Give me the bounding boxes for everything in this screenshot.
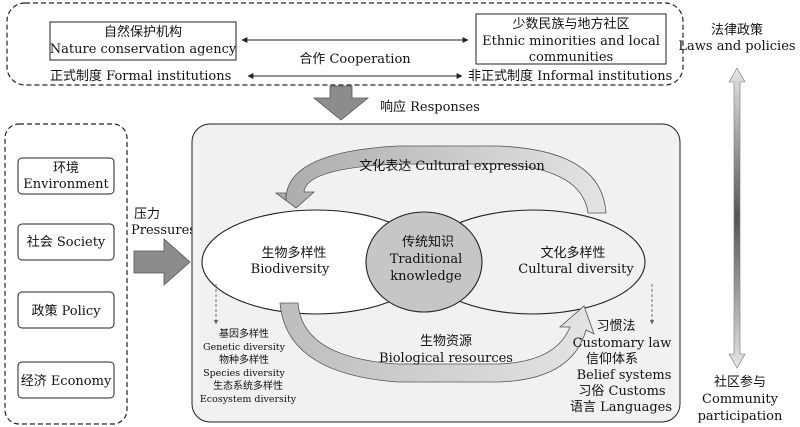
ethnic-label-en-1: Ethnic minorities and local [482, 34, 660, 49]
economy-box [17, 361, 115, 399]
environment-box [17, 157, 115, 195]
culture-list-item: Belief systems [577, 368, 672, 383]
agency-label-zh: 自然保护机构 [104, 24, 182, 40]
society-label: 社会 Society [27, 234, 106, 250]
culture-list-item: 信仰体系 [586, 352, 638, 367]
culture-list-item: Customary law [573, 336, 672, 351]
pressures-label-en: Pressures [131, 223, 196, 238]
informal-institutions-label: 非正式制度 Informal institutions [468, 68, 672, 84]
cultural-diversity-label-en: Cultural diversity [518, 262, 634, 277]
traditional-knowledge-label-zh: 传统知识 [402, 234, 454, 250]
culture-list-item: 习俗 Customs [578, 384, 665, 399]
agency-box [49, 21, 237, 61]
environment-label-zh: 环境 [53, 161, 79, 176]
community-label-en-2: participation [698, 409, 783, 424]
biological-resources-label-en: Biological resources [379, 351, 513, 366]
bio-list-item: Genetic diversity [203, 342, 286, 353]
cultural-expression-arrow [274, 145, 607, 214]
cooperation-label: 合作 Cooperation [299, 52, 411, 67]
agency-label-en: Nature conservation agency [50, 42, 237, 57]
ethnic-label-zh: 少数民族与地方社区 [512, 16, 629, 32]
responses-label: 响应 Responses [380, 99, 480, 115]
pressures-group [4, 123, 128, 425]
culture-list-item: 语言 Languages [570, 400, 672, 415]
economy-label: 经济 Economy [21, 374, 112, 389]
institutions-group [6, 2, 684, 86]
responses-arrow [312, 85, 370, 121]
bio-list-item: 基因多样性 [219, 327, 269, 340]
culture-list-item: 习惯法 [596, 318, 635, 334]
traditional-knowledge-ellipse [365, 211, 483, 313]
biological-resources-arrow [279, 302, 595, 383]
biodiversity-label-en: Biodiversity [251, 262, 330, 277]
policy-box [17, 291, 115, 329]
biodiversity-label-zh: 生物多样性 [261, 245, 326, 261]
environment-label-en: Environment [23, 177, 109, 192]
community-label-en-1: Community [702, 392, 779, 407]
bio-list-item: 物种多样性 [219, 353, 269, 366]
community-label-zh: 社区参与 [714, 374, 766, 390]
formal-institutions-label: 正式制度 Formal institutions [50, 68, 231, 84]
traditional-knowledge-label-en-1: Traditional [390, 252, 463, 267]
biological-resources-label-zh: 生物资源 [420, 334, 472, 349]
pressures-arrow [133, 238, 191, 286]
bio-list-item: Ecosystem diversity [200, 394, 297, 405]
ethnic-communities-box [475, 13, 667, 65]
bio-list-item: 生态系统多样性 [213, 379, 283, 392]
bio-list-item: Species diversity [203, 368, 285, 379]
traditional-knowledge-label-en-2: knowledge [390, 269, 462, 284]
policy-label: 政策 Policy [31, 303, 101, 319]
society-box [17, 223, 115, 261]
pressures-label-zh: 压力 [134, 207, 160, 222]
laws-label-en: Laws and policies [678, 39, 795, 54]
cultural-expression-label: 文化表达 Cultural expression [359, 159, 545, 174]
cultural-diversity-label-zh: 文化多样性 [540, 245, 605, 261]
laws-label-zh: 法律政策 [711, 22, 763, 38]
ethnic-label-en-2: communities [529, 50, 613, 65]
policy-community-double-arrow [728, 67, 746, 369]
